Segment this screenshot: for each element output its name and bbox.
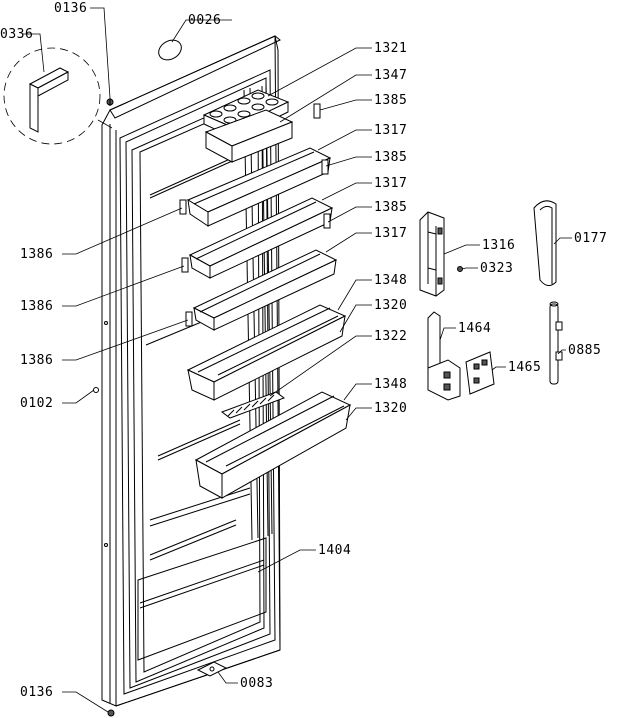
rod-0885: [549, 301, 563, 385]
label-1317-a: 1317: [374, 123, 407, 138]
hinge-pin: [93, 387, 99, 393]
label-0323: 0323: [480, 261, 513, 276]
label-1322: 1322: [374, 329, 407, 344]
door-shelf-3: [192, 249, 338, 331]
label-1348-b: 1348: [374, 377, 407, 392]
label-1347: 1347: [374, 68, 407, 83]
label-1321: 1321: [374, 41, 407, 56]
logo-plate: [158, 39, 182, 61]
label-1317-c: 1317: [374, 226, 407, 241]
handle-1316: [419, 211, 445, 297]
label-1404: 1404: [318, 543, 351, 558]
label-1385-c: 1385: [374, 200, 407, 215]
label-1464: 1464: [458, 321, 491, 336]
label-1385-b: 1385: [374, 150, 407, 165]
label-1386-c: 1386: [20, 353, 53, 368]
label-0102: 0102: [20, 396, 53, 411]
dairy-box: [204, 109, 294, 163]
hinge-bracket-1464: [427, 311, 461, 401]
leader-lines: [22, 7, 572, 713]
label-1386-b: 1386: [20, 299, 53, 314]
bottle-holder: [220, 391, 286, 419]
bottle-rack-2: [194, 391, 352, 499]
shelf-clips: [179, 103, 331, 327]
handle-0177: [533, 200, 557, 286]
door-shelf-2: [188, 197, 334, 279]
bottle-rack-1: [186, 304, 347, 401]
label-1385-a: 1385: [374, 93, 407, 108]
label-0083: 0083: [240, 676, 273, 691]
label-0136-bottom: 0136: [20, 685, 53, 700]
label-1386-a: 1386: [20, 247, 53, 262]
label-1317-b: 1317: [374, 176, 407, 191]
label-0026: 0026: [188, 13, 221, 28]
label-1316: 1316: [482, 238, 515, 253]
door-shelf-1: [186, 147, 332, 227]
plate-1465: [465, 351, 495, 395]
label-1348-a: 1348: [374, 273, 407, 288]
label-0336: 0336: [0, 27, 33, 42]
label-1320-a: 1320: [374, 298, 407, 313]
part-labels: 0136 0026 0336 1321 1347 1385 1317 1385 …: [0, 1, 607, 700]
label-0885: 0885: [568, 343, 601, 358]
label-0177: 0177: [574, 231, 607, 246]
bracket-0083: [196, 661, 228, 677]
screw-0323: [457, 266, 463, 272]
label-1465: 1465: [508, 360, 541, 375]
label-0136-top: 0136: [54, 1, 87, 16]
label-1320-b: 1320: [374, 401, 407, 416]
gasket-detail: [3, 47, 113, 145]
